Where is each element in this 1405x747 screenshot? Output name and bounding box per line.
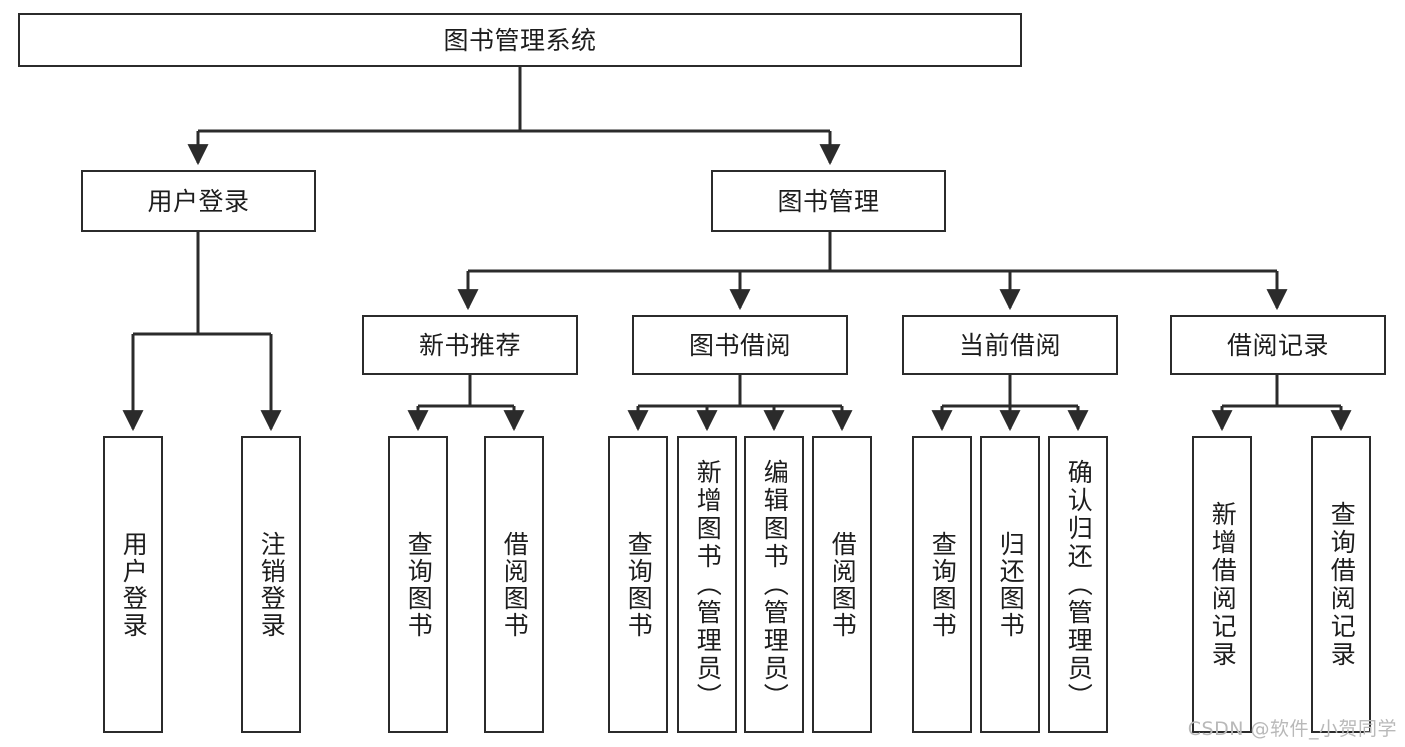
node-book-borrowing[interactable]: 图书借阅 (632, 315, 848, 375)
node-label: 确认归还（管理员） (1064, 458, 1094, 711)
leaf-edit-book-admin[interactable]: 编辑图书（管理员） (744, 436, 804, 733)
node-label: 新增图书（管理员） (693, 458, 723, 711)
leaf-user-logout[interactable]: 注销登录 (241, 436, 301, 733)
node-label: 查询借阅记录 (1327, 500, 1357, 669)
node-label: 注销登录 (257, 530, 287, 639)
node-label: 图书借阅 (688, 330, 791, 360)
node-label: 新书推荐 (418, 330, 521, 360)
node-label: 借阅图书 (500, 530, 530, 639)
node-label: 查询图书 (928, 530, 958, 639)
node-borrowing-record[interactable]: 借阅记录 (1170, 315, 1386, 375)
node-label: 用户登录 (147, 186, 250, 216)
node-label: 借阅图书 (828, 530, 858, 639)
leaf-query-book-new-book[interactable]: 查询图书 (388, 436, 448, 733)
leaf-query-borrow-record[interactable]: 查询借阅记录 (1311, 436, 1371, 733)
node-label: 当前借阅 (958, 330, 1061, 360)
leaf-query-book-current[interactable]: 查询图书 (912, 436, 972, 733)
node-label: 用户登录 (119, 530, 149, 639)
leaf-add-book-admin[interactable]: 新增图书（管理员） (677, 436, 737, 733)
node-current-borrowing[interactable]: 当前借阅 (902, 315, 1118, 375)
leaf-user-login[interactable]: 用户登录 (103, 436, 163, 733)
leaf-confirm-return-admin[interactable]: 确认归还（管理员） (1048, 436, 1108, 733)
node-label: 新增借阅记录 (1208, 500, 1238, 669)
leaf-borrow-book[interactable]: 借阅图书 (812, 436, 872, 733)
leaf-return-book[interactable]: 归还图书 (980, 436, 1040, 733)
node-label: 查询图书 (404, 530, 434, 639)
leaf-borrow-book-new-book[interactable]: 借阅图书 (484, 436, 544, 733)
csdn-watermark: CSDN @软件_小贺同学 (1187, 718, 1397, 740)
node-book-management[interactable]: 图书管理 (711, 170, 946, 232)
node-user-login[interactable]: 用户登录 (81, 170, 316, 232)
node-root-book-management-system[interactable]: 图书管理系统 (18, 13, 1022, 67)
leaf-query-book-borrow[interactable]: 查询图书 (608, 436, 668, 733)
node-label: 图书管理系统 (443, 25, 597, 55)
node-label: 图书管理 (777, 186, 880, 216)
node-label: 归还图书 (996, 530, 1026, 639)
node-label: 编辑图书（管理员） (760, 458, 790, 711)
leaf-add-borrow-record[interactable]: 新增借阅记录 (1192, 436, 1252, 733)
node-label: 查询图书 (624, 530, 654, 639)
node-label: 借阅记录 (1226, 330, 1329, 360)
node-new-book-recommendation[interactable]: 新书推荐 (362, 315, 578, 375)
